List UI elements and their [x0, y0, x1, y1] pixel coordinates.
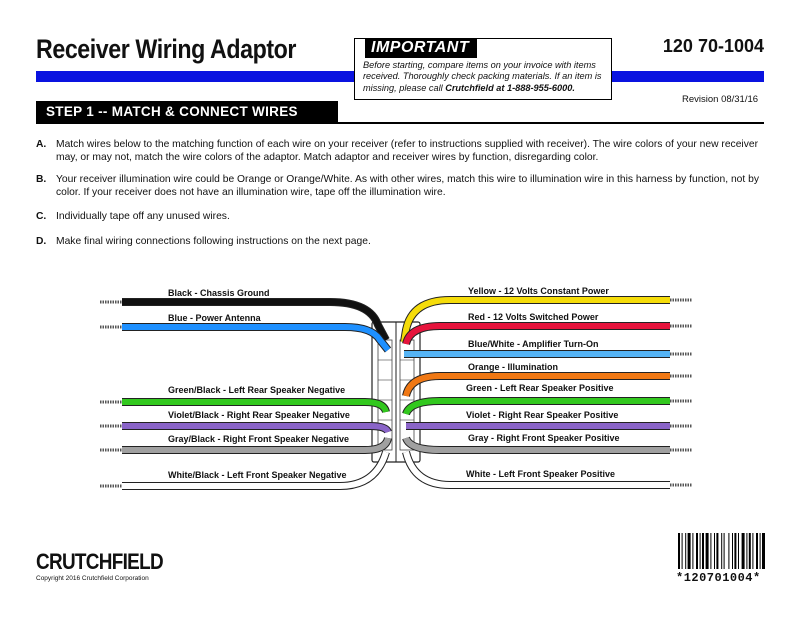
barcode-bar [714, 533, 715, 569]
wire-label-right: Green - Left Rear Speaker Positive [466, 383, 614, 393]
wire-label-left: Black - Chassis Ground [168, 288, 270, 298]
barcode-bar [721, 533, 723, 569]
barcode-bar [748, 533, 751, 569]
wire-right-7 [402, 450, 670, 489]
wire-label-left: Blue - Power Antenna [168, 313, 261, 323]
part-number: 120 70-1004 [662, 36, 764, 56]
barcode-bar [692, 533, 694, 569]
instruction-text: Your receiver illumination wire could be… [56, 174, 759, 198]
wire-label-right: Blue/White - Amplifier Turn-On [468, 339, 599, 349]
barcode-bar [732, 533, 733, 569]
barcode-bar [687, 533, 691, 569]
wire-left-1 [122, 323, 392, 353]
barcode-bar [699, 533, 701, 569]
header-rule-left [36, 71, 354, 82]
wire-label-right: Orange - Illumination [468, 362, 559, 372]
wire-left-5 [122, 450, 390, 490]
instruction-text: Individually tape off any unused wires. [56, 211, 230, 222]
revision-date: Revision 08/31/16 [682, 94, 759, 105]
instruction-c: C. Individually tape off any unused wire… [36, 210, 766, 223]
wire-label-left: Violet/Black - Right Rear Speaker Negati… [168, 410, 350, 420]
barcode-bar [752, 533, 754, 569]
instruction-letter: B. [36, 174, 47, 185]
barcode-bar [738, 533, 739, 569]
wire-label-left: Green/Black - Left Rear Speaker Negative [168, 385, 346, 395]
crutchfield-logo: CRUTCHFIELD [36, 549, 164, 574]
instruction-d: D. Make final wiring connections followi… [36, 235, 766, 248]
wire-label-right: Violet - Right Rear Speaker Positive [466, 410, 619, 420]
wire-right-4 [402, 397, 670, 416]
wire-left-0 [122, 298, 390, 342]
barcode-bar [723, 533, 725, 569]
wire-label-left: Gray/Black - Right Front Speaker Negativ… [168, 434, 350, 444]
barcode-bar [756, 533, 758, 569]
instruction-letter: D. [36, 236, 47, 247]
important-text: Before starting, compare items on your i… [363, 60, 609, 94]
instruction-b: B. Your receiver illumination wire could… [36, 173, 766, 199]
barcode [678, 533, 765, 569]
barcode-bar [681, 533, 683, 569]
wire-label-right: Yellow - 12 Volts Constant Power [468, 286, 609, 296]
wire-label-left: White/Black - Left Front Speaker Negativ… [168, 470, 347, 480]
wire-right-1 [402, 322, 670, 346]
important-phone: Crutchfield at 1-888-955-6000. [445, 82, 575, 93]
barcode-bar [702, 533, 704, 569]
wire-left-2 [122, 398, 390, 414]
barcode-bar [759, 533, 761, 569]
barcode-bar [685, 533, 687, 569]
step-banner: STEP 1 -- MATCH & CONNECT WIRES [36, 101, 338, 123]
wire-right-3 [402, 372, 670, 398]
barcode-bar [696, 533, 698, 569]
step-rule [36, 122, 764, 124]
wire-label-right: Red - 12 Volts Switched Power [468, 312, 599, 322]
instruction-letter: C. [36, 211, 47, 222]
barcode-bar [746, 533, 748, 569]
wire-label-right: White - Left Front Speaker Positive [466, 469, 616, 479]
wire-right-6 [402, 436, 670, 454]
instruction-text: Match wires below to the matching functi… [56, 139, 759, 163]
instruction-a: A. Match wires below to the matching fun… [36, 138, 766, 164]
barcode-bar [716, 533, 719, 569]
header-rule-right [612, 71, 764, 82]
barcode-bar [762, 533, 765, 569]
barcode-bar [741, 533, 745, 569]
important-text-body: Before starting, compare items on your i… [363, 60, 602, 93]
wire-left-3 [122, 422, 392, 434]
copyright-text: Copyright 2016 Crutchfield Corporation [36, 575, 149, 582]
important-notice-box: IMPORTANT Before starting, compare items… [354, 38, 612, 100]
barcode-bar [728, 533, 730, 569]
instruction-text: Make final wiring connections following … [56, 236, 371, 247]
barcode-text: *120701004* [676, 571, 761, 585]
instruction-letter: A. [36, 139, 47, 150]
important-label: IMPORTANT [365, 38, 478, 58]
barcode-bar [678, 533, 680, 569]
wire-left-4 [122, 436, 392, 454]
barcode-bar [710, 533, 712, 569]
barcode-bar [734, 533, 737, 569]
wire-label-right: Gray - Right Front Speaker Positive [468, 433, 620, 443]
page-title: Receiver Wiring Adaptor [36, 34, 297, 64]
wire-right-0 [400, 296, 670, 343]
barcode-bar [705, 533, 709, 569]
